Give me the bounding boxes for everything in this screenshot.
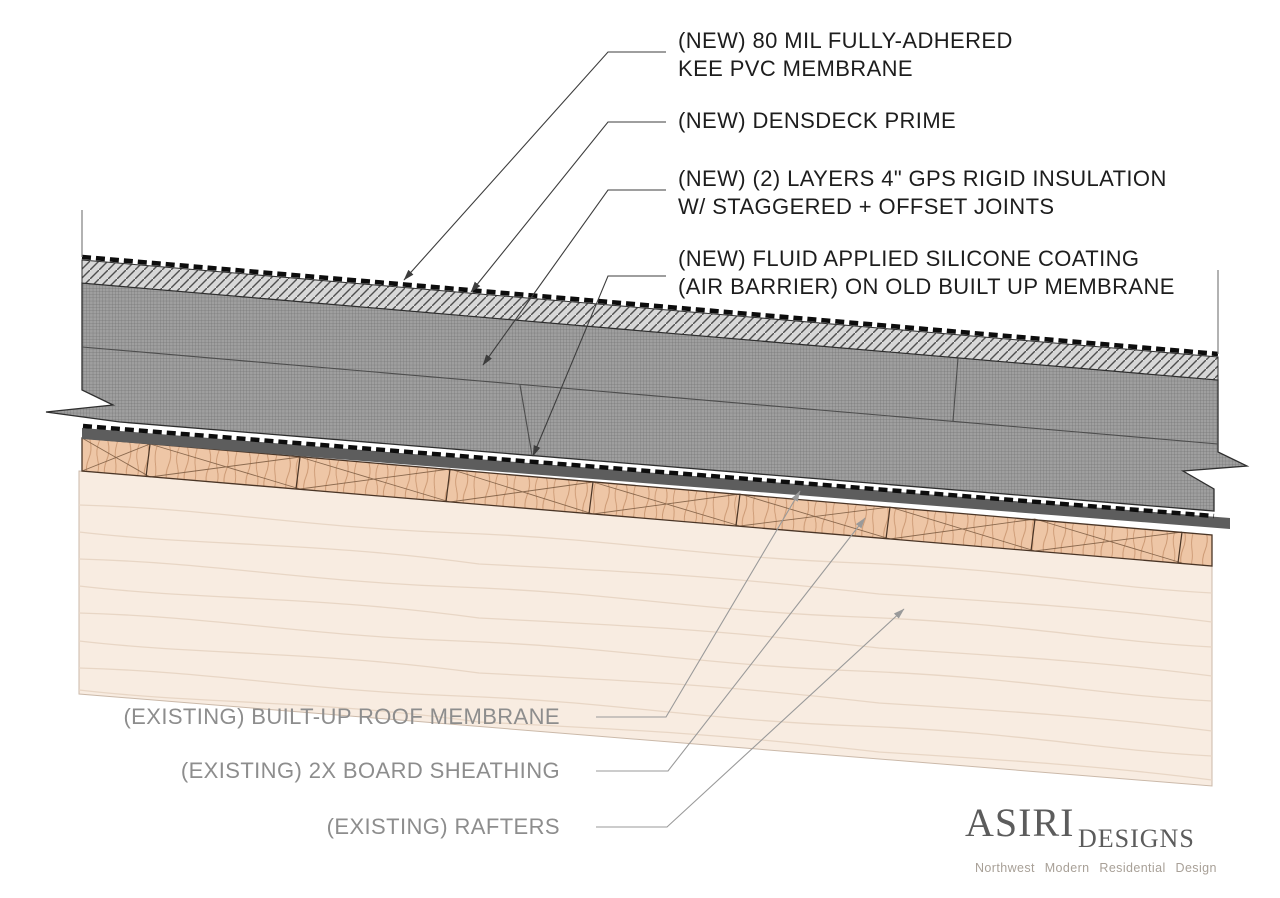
callout-line: (AIR BARRIER) ON OLD BUILT UP MEMBRANE (678, 274, 1175, 299)
leader-silicone (532, 275, 666, 457)
callout-line: (NEW) DENSDECK PRIME (678, 108, 957, 133)
rafter-field-shape (78, 470, 1213, 787)
insulation-joint-lines (81, 346, 1219, 456)
callout-line: (NEW) 80 MIL FULLY-ADHERED (678, 28, 1013, 53)
kee-membrane-dashed-line (81, 254, 1219, 357)
rafter-grain (79, 504, 1212, 781)
densdeck-band (81, 259, 1219, 381)
logo-wordmark: ASIRI (965, 800, 1075, 845)
callout-line: (NEW) (2) LAYERS 4" GPS RIGID INSULATION (678, 166, 1167, 191)
callout-insulation: (NEW) (2) LAYERS 4" GPS RIGID INSULATION… (678, 165, 1167, 221)
leader-kee (403, 51, 666, 281)
board-joints (145, 443, 1183, 564)
callout-line: (EXISTING) RAFTERS (326, 814, 560, 839)
callout-built-up-membrane: (EXISTING) BUILT-UP ROOF MEMBRANE (123, 703, 560, 731)
silicone-coating-dashed-line (82, 423, 1215, 519)
callout-line: KEE PVC MEMBRANE (678, 56, 914, 81)
leader-insulation (482, 189, 666, 366)
logo-asiri-designs: ASIRI DESIGNS Northwest Modern Residenti… (963, 799, 1216, 889)
callout-densdeck: (NEW) DENSDECK PRIME (678, 107, 956, 135)
callout-line: (NEW) FLUID APPLIED SILICONE COATING (678, 246, 1140, 271)
callout-silicone-coating: (NEW) FLUID APPLIED SILICONE COATING (AI… (678, 245, 1175, 301)
callout-board-sheathing: (EXISTING) 2X BOARD SHEATHING (181, 757, 560, 785)
leader-densdeck (470, 121, 666, 293)
logo-tagline: Northwest Modern Residential Design (975, 861, 1217, 875)
logo-wordmark-suffix: DESIGNS (1078, 824, 1195, 853)
insulation-shape (45, 282, 1250, 512)
old-membrane-strip (82, 428, 1230, 529)
leader-rafters (596, 608, 905, 828)
board-sheathing-shape (81, 437, 1213, 567)
callout-line: W/ STAGGERED + OFFSET JOINTS (678, 194, 1055, 219)
callout-kee-membrane: (NEW) 80 MIL FULLY-ADHERED KEE PVC MEMBR… (678, 27, 1013, 83)
callout-line: (EXISTING) BUILT-UP ROOF MEMBRANE (123, 704, 560, 729)
leader-board-sheathing (596, 517, 866, 772)
callout-rafters: (EXISTING) RAFTERS (327, 813, 560, 841)
callout-line: (EXISTING) 2X BOARD SHEATHING (180, 758, 560, 783)
board-cross-marks (81, 437, 1183, 564)
leader-built-up-membrane (596, 490, 801, 718)
